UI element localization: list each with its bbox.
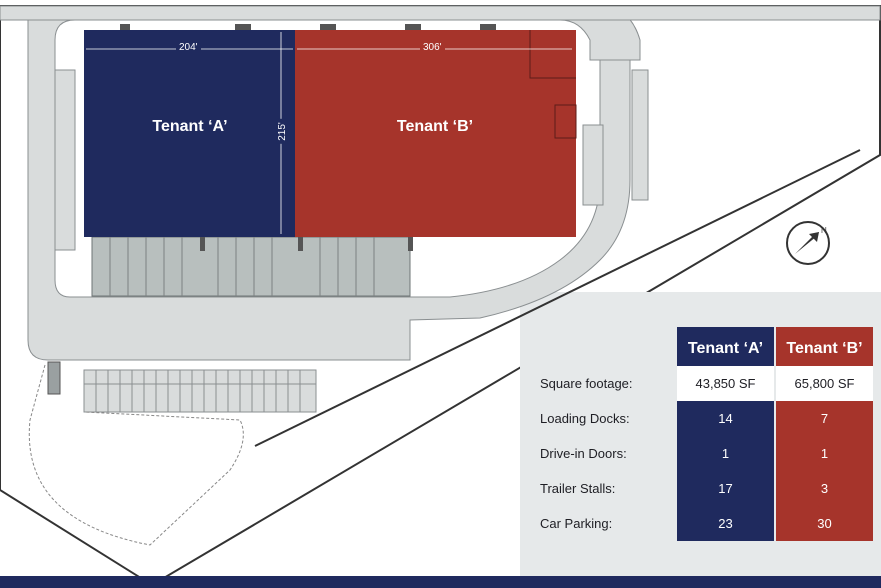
cell-tenant-b: 30 — [776, 506, 873, 541]
cell-tenant-b: 7 — [776, 401, 873, 436]
dimension-b-width: 306' — [420, 42, 445, 53]
tenant-b-space — [295, 30, 576, 237]
tenant-b-office-lines — [529, 30, 577, 139]
trailer-stall-lines — [109, 237, 375, 296]
column-header-tenant-b: Tenant ‘B’ — [776, 327, 873, 370]
footer-bar — [0, 576, 881, 588]
north-label: N — [821, 226, 827, 235]
dimension-a-width: 204' — [176, 42, 201, 53]
cell-tenant-b: 3 — [776, 471, 873, 506]
column-header-tenant-a: Tenant ‘A’ — [677, 327, 774, 370]
car-parking-row — [83, 369, 317, 413]
cell-tenant-a: 14 — [677, 401, 774, 436]
cell-tenant-a: 43,850 SF — [677, 366, 774, 401]
cell-tenant-a: 17 — [677, 471, 774, 506]
tenant-b-label: Tenant ‘B’ — [396, 118, 474, 135]
truck-court — [91, 236, 411, 297]
future-area-outline — [28, 364, 244, 546]
right-parking-strip — [582, 124, 604, 206]
cell-tenant-a: 1 — [677, 436, 774, 471]
cell-tenant-a: 23 — [677, 506, 774, 541]
cell-tenant-b: 1 — [776, 436, 873, 471]
cell-tenant-b: 65,800 SF — [776, 366, 873, 401]
row-label: Car Parking: — [540, 516, 613, 531]
dimension-depth: 215' — [276, 119, 288, 144]
dock-door-markers — [120, 24, 496, 251]
small-structure — [47, 361, 61, 395]
table-row: Loading Docks: 14 7 — [535, 401, 881, 436]
top-entry-drive — [0, 5, 881, 21]
tenant-a-label: Tenant ‘A’ — [152, 118, 228, 135]
north-arrow-icon: N — [786, 221, 830, 265]
table-row: Drive-in Doors: 1 1 — [535, 436, 881, 471]
table-row: Square footage: 43,850 SF 65,800 SF — [535, 366, 881, 401]
row-label: Square footage: — [540, 376, 633, 391]
table-row: Trailer Stalls: 17 3 — [535, 471, 881, 506]
diagonal-boundary — [254, 149, 861, 447]
right-parking-strip-outer — [631, 69, 649, 201]
table-row: Car Parking: 23 30 — [535, 506, 881, 541]
row-label: Trailer Stalls: — [540, 481, 616, 496]
car-stall-lines — [84, 370, 316, 412]
row-label: Drive-in Doors: — [540, 446, 627, 461]
left-parking-strip — [54, 69, 76, 251]
row-label: Loading Docks: — [540, 411, 630, 426]
tenant-comparison-table: Tenant ‘A’ Tenant ‘B’ Square footage: 43… — [535, 290, 881, 580]
perimeter-drive — [27, 5, 641, 361]
tenant-a-space — [84, 30, 295, 237]
